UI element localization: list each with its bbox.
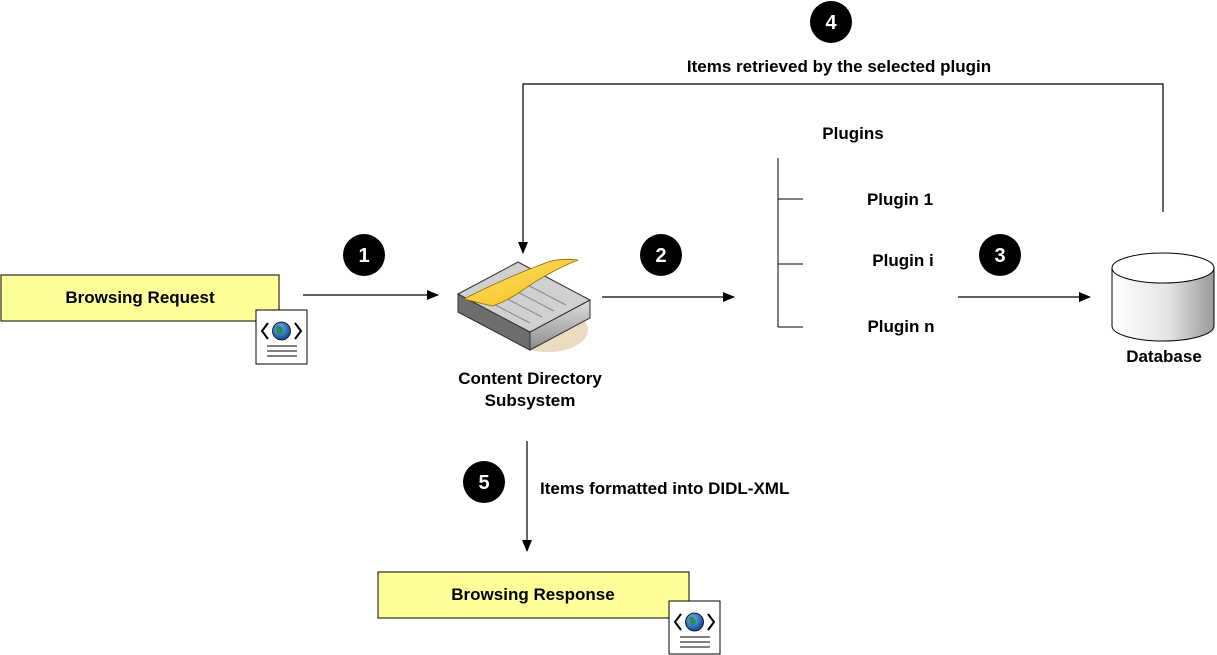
browsing-request-node: Browsing Request xyxy=(0,274,280,322)
plugins-tree xyxy=(777,158,803,328)
plugins-title: Plugins xyxy=(822,124,883,143)
step-badge-3: 3 xyxy=(979,234,1021,276)
subsystem-label-line2: Subsystem xyxy=(485,391,576,410)
browsing-response-label: Browsing Response xyxy=(451,585,614,604)
plugin-i-label: Plugin i xyxy=(872,251,933,270)
database-label: Database xyxy=(1126,347,1202,366)
step-number: 1 xyxy=(358,245,369,267)
step-number: 3 xyxy=(994,245,1005,267)
book-icon xyxy=(456,258,592,352)
web-document-icon xyxy=(255,309,308,365)
web-document-icon xyxy=(668,600,721,655)
plugin-1-label: Plugin 1 xyxy=(867,190,933,209)
arrow-database-to-subsystem xyxy=(518,83,1164,254)
step-number: 4 xyxy=(825,12,837,34)
plugin-n-label: Plugin n xyxy=(867,317,934,336)
step-number: 5 xyxy=(478,472,489,494)
step-badge-5: 5 xyxy=(463,461,505,503)
edge-label-retrieved: Items retrieved by the selected plugin xyxy=(687,57,991,76)
step-badge-2: 2 xyxy=(640,234,682,276)
browsing-request-label: Browsing Request xyxy=(65,288,215,307)
step-number: 2 xyxy=(655,245,666,267)
database-icon xyxy=(1111,252,1215,342)
edge-label-formatted: Items formatted into DIDL-XML xyxy=(540,479,789,498)
step-badge-1: 1 xyxy=(343,234,385,276)
subsystem-label-line1: Content Directory xyxy=(458,369,602,388)
step-badge-4: 4 xyxy=(810,1,852,43)
browsing-response-node: Browsing Response xyxy=(377,571,690,619)
